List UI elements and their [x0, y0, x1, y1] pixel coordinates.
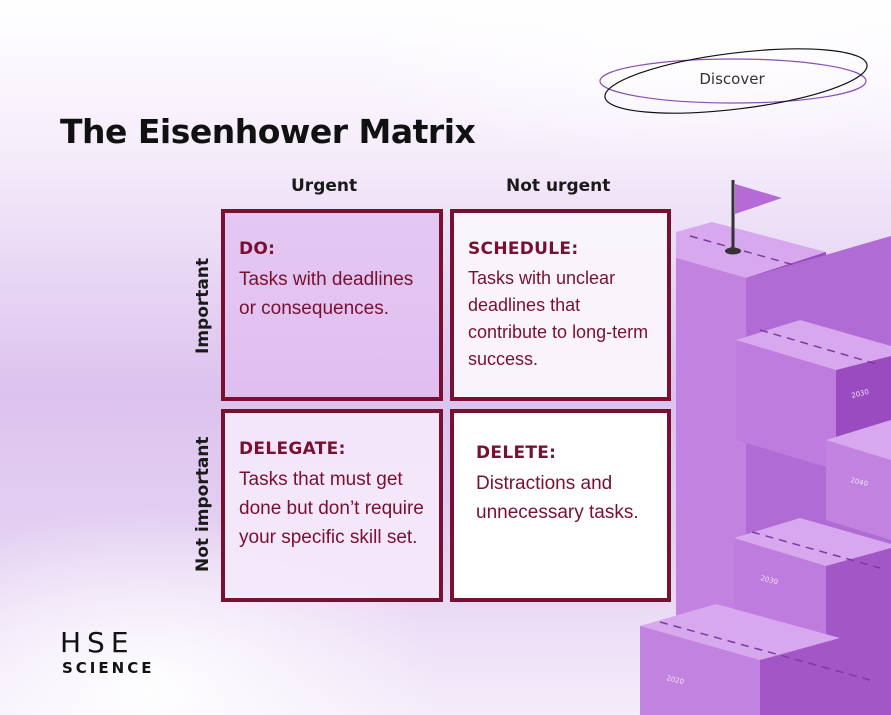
quadrant-delegate-title: DELEGATE:	[239, 439, 346, 459]
quadrant-delegate: DELEGATE: Tasks that must get done but d…	[221, 409, 443, 602]
quadrant-do: DO: Tasks with deadlines or consequences…	[221, 209, 443, 401]
flag	[735, 184, 782, 214]
stair-column	[676, 258, 746, 640]
logo-science: SCIENCE	[62, 659, 155, 677]
column-header-urgent: Urgent	[291, 176, 358, 196]
quadrant-do-title: DO:	[239, 239, 276, 259]
logo-hse: HSE	[60, 626, 135, 659]
quadrant-schedule: SCHEDULE: Tasks with unclear deadlines t…	[450, 209, 671, 401]
page-title: The Eisenhower Matrix	[60, 112, 476, 151]
discover-badge[interactable]	[598, 45, 870, 117]
quadrant-delegate-text: Tasks that must get done but don’t requi…	[239, 469, 424, 548]
quadrant-do-text: Tasks with deadlines or consequences.	[239, 269, 414, 319]
quadrant-delete: DELETE: Distractions and unnecessary tas…	[450, 409, 671, 602]
quadrant-schedule-text: Tasks with unclear deadlines that contri…	[468, 268, 649, 369]
quadrant-schedule-title: SCHEDULE:	[468, 239, 579, 259]
quadrant-delete-text: Distractions and unnecessary tasks.	[476, 473, 639, 523]
row-header-not-important: Not important	[193, 436, 213, 572]
column-header-not-urgent: Not urgent	[506, 176, 611, 196]
discover-label[interactable]: Discover	[699, 70, 765, 88]
quadrant-delete-title: DELETE:	[476, 443, 557, 463]
row-header-important: Important	[193, 257, 213, 354]
